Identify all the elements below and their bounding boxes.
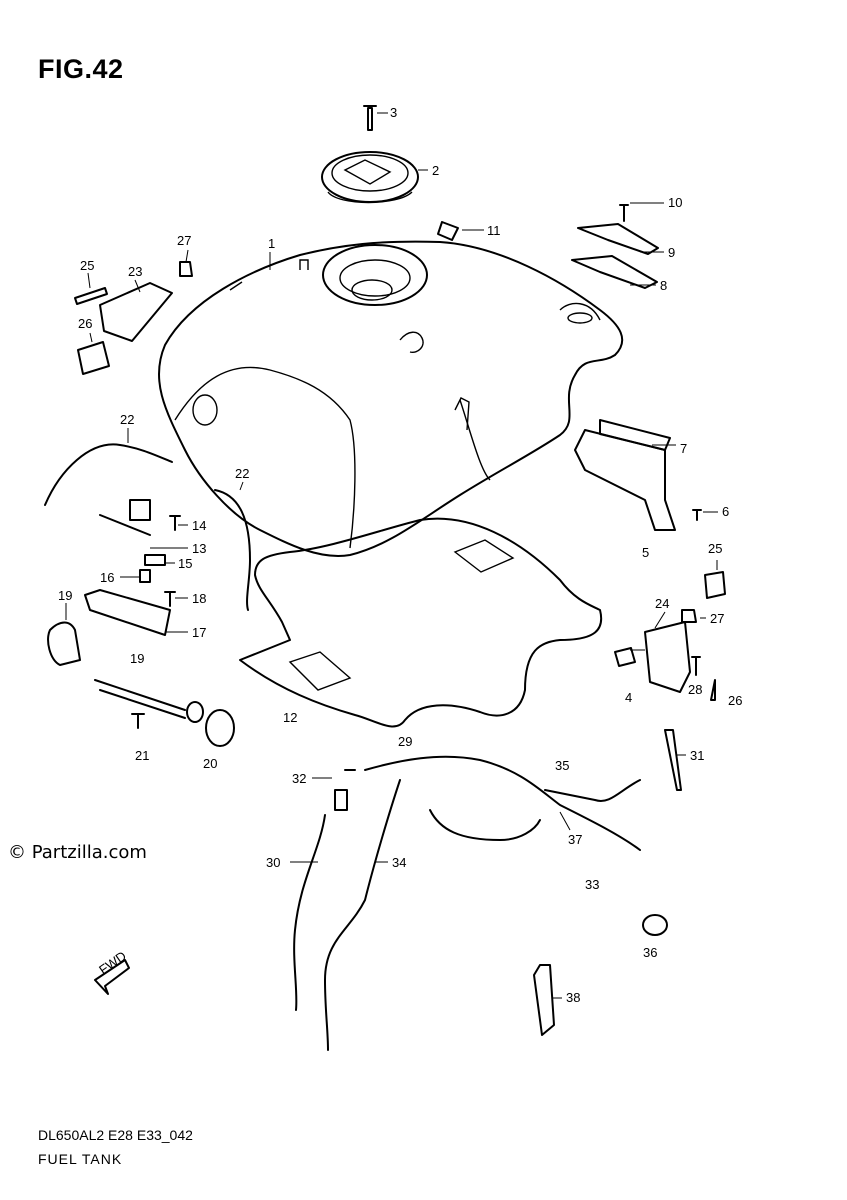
- cap-27-left[interactable]: [179, 261, 193, 277]
- callout-9: 9: [668, 245, 675, 260]
- callout-25-right: 25: [708, 541, 722, 556]
- callout-19-bottom: 19: [130, 651, 144, 666]
- fwd-arrow-icon: FWD: [94, 948, 130, 995]
- tape-25-left[interactable]: [74, 287, 108, 305]
- callout-7: 7: [680, 441, 687, 456]
- callout-38: 38: [566, 990, 580, 1005]
- callout-18: 18: [192, 591, 206, 606]
- callout-20: 20: [203, 756, 217, 771]
- callout-34: 34: [392, 855, 406, 870]
- cushion-20[interactable]: [205, 709, 235, 747]
- cover-24[interactable]: [644, 621, 691, 693]
- bolt-14[interactable]: [169, 515, 181, 531]
- tie-31[interactable]: [664, 729, 682, 791]
- hose-30[interactable]: [293, 814, 326, 1011]
- fuel-tank[interactable]: [157, 240, 624, 557]
- callout-32: 32: [292, 771, 306, 786]
- callout-6: 6: [722, 504, 729, 519]
- bolt-18[interactable]: [164, 591, 176, 607]
- cover-23[interactable]: [99, 282, 173, 342]
- callout-15: 15: [178, 556, 192, 571]
- callout-2: 2: [432, 163, 439, 178]
- joint-32[interactable]: [334, 769, 356, 811]
- callout-21: 21: [135, 748, 149, 763]
- callout-13: 13: [192, 541, 206, 556]
- bracket-bolt[interactable]: [619, 204, 629, 222]
- callout-19-top: 19: [58, 588, 72, 603]
- bracket-lower[interactable]: [571, 255, 658, 289]
- cap-27-right[interactable]: [681, 609, 697, 623]
- callout-33: 33: [585, 877, 599, 892]
- cushion-20-small[interactable]: [186, 701, 204, 723]
- washer-21[interactable]: [131, 713, 145, 729]
- grommet-16[interactable]: [139, 569, 151, 583]
- clamp-36[interactable]: [642, 914, 668, 936]
- callout-12: 12: [283, 710, 297, 725]
- callout-36: 36: [643, 945, 657, 960]
- rear-bracket-cushion[interactable]: [599, 419, 671, 451]
- sensor-bracket[interactable]: [99, 499, 151, 536]
- callout-17: 17: [192, 625, 206, 640]
- callout-30: 30: [266, 855, 280, 870]
- tank-plate[interactable]: [437, 221, 459, 241]
- stay-21[interactable]: [94, 679, 186, 719]
- callout-31: 31: [690, 748, 704, 763]
- callout-29: 29: [398, 734, 412, 749]
- callout-37: 37: [568, 832, 582, 847]
- callout-25-left: 25: [80, 258, 94, 273]
- leader-lines: [65, 112, 718, 999]
- tank-guard[interactable]: [239, 517, 603, 728]
- hose-34[interactable]: [324, 779, 401, 1051]
- callout-labels: 1 2 3 4 5 6 7 8 9 10 11 12 13 14 15 16 1…: [58, 105, 742, 1005]
- cap-bolt[interactable]: [363, 105, 377, 131]
- svg-text:FWD: FWD: [96, 948, 129, 977]
- callout-24: 24: [655, 596, 669, 611]
- diagram-name: FUEL TANK: [38, 1151, 123, 1167]
- tape-25-right[interactable]: [704, 571, 726, 599]
- callout-16: 16: [100, 570, 114, 585]
- callout-4: 4: [625, 690, 632, 705]
- callout-11: 11: [487, 223, 501, 238]
- watermark-text: © Partzilla.com: [8, 842, 147, 863]
- callout-3: 3: [390, 105, 397, 120]
- clamp-15[interactable]: [144, 554, 166, 566]
- callout-27-right: 27: [710, 611, 724, 626]
- callout-14: 14: [192, 518, 206, 533]
- callout-23: 23: [128, 264, 142, 279]
- hose-37[interactable]: [429, 809, 541, 841]
- screw-28[interactable]: [691, 656, 701, 676]
- hose-35[interactable]: [544, 779, 641, 802]
- clip-38[interactable]: [533, 964, 555, 1036]
- callout-22-left: 22: [120, 412, 134, 427]
- callout-28: 28: [688, 682, 702, 697]
- callout-35: 35: [555, 758, 569, 773]
- figure-title: FIG.42: [38, 54, 124, 84]
- callout-10: 10: [668, 195, 682, 210]
- hose-33[interactable]: [364, 755, 641, 851]
- diagram-code: DL650AL2 E28 E33_042: [38, 1127, 193, 1143]
- clip-19[interactable]: [47, 621, 81, 666]
- callout-26-right: 26: [728, 693, 742, 708]
- cushion-4[interactable]: [614, 647, 636, 667]
- callout-27-left: 27: [177, 233, 191, 248]
- callout-22-center: 22: [235, 466, 249, 481]
- callout-26-left: 26: [78, 316, 92, 331]
- rear-bracket-bolt[interactable]: [692, 509, 702, 521]
- callout-1: 1: [268, 236, 275, 251]
- callout-5: 5: [642, 545, 649, 560]
- drain-hose-center[interactable]: [214, 489, 251, 611]
- drain-hose-left[interactable]: [44, 443, 173, 506]
- fuel-cap[interactable]: [321, 151, 419, 204]
- bracket-upper[interactable]: [577, 223, 659, 255]
- callout-8: 8: [660, 278, 667, 293]
- bracket-17[interactable]: [84, 589, 171, 636]
- clip-26-right[interactable]: [710, 679, 716, 701]
- pad-26-left[interactable]: [77, 341, 110, 375]
